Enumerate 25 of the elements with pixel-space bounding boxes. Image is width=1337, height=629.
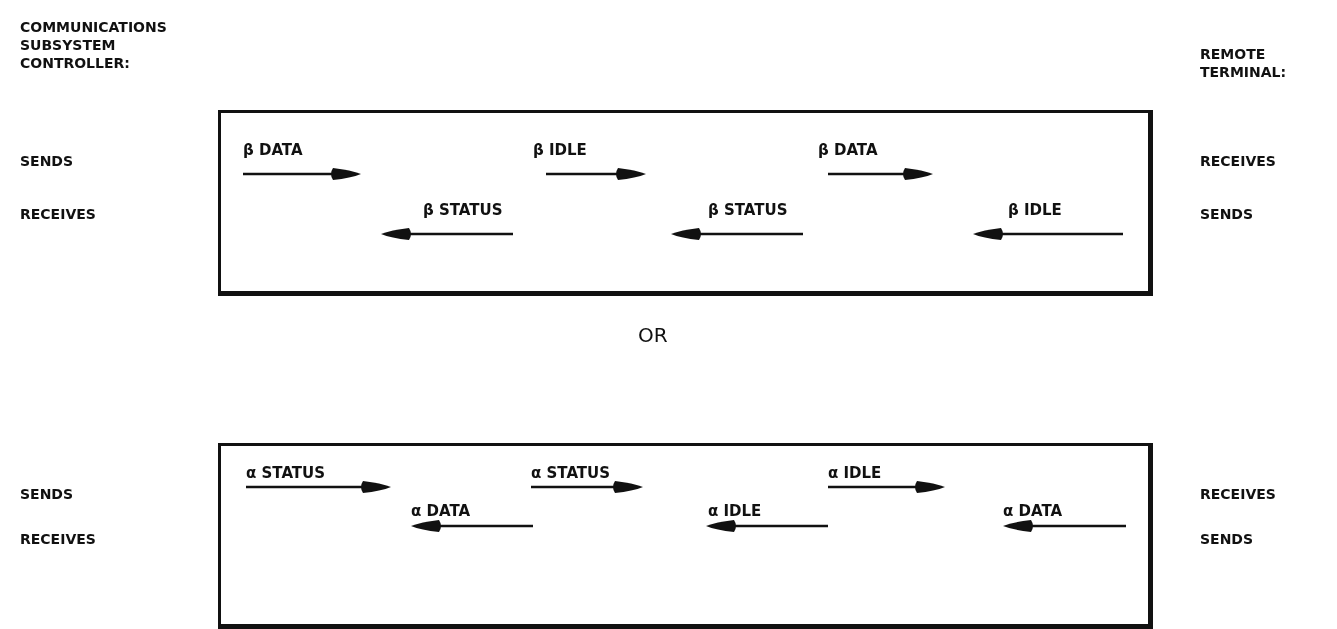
signal-label: β STATUS [423,201,503,219]
frame-box [218,110,1153,296]
row-label: SENDS [20,152,74,170]
signal-label: α DATA [1003,502,1063,520]
row-label: RECEIVES [20,530,96,548]
header-label: COMMUNICATIONS SUBSYSTEM CONTROLLER: [20,18,168,72]
signal-label: α IDLE [828,464,882,482]
signal-label: β IDLE [1008,201,1062,219]
row-label: SENDS [20,485,74,503]
signal-label: α STATUS [246,464,326,482]
row-label: SENDS [1200,530,1254,548]
signal-label: β STATUS [708,201,788,219]
signal-label: α DATA [411,502,471,520]
row-label: RECEIVES [20,205,96,223]
signal-label: α STATUS [531,464,611,482]
signal-label: β DATA [818,141,878,159]
row-label: RECEIVES [1200,485,1276,503]
row-label: RECEIVES [1200,152,1276,170]
row-label: SENDS [1200,205,1254,223]
header-label: REMOTE TERMINAL: [1200,45,1288,81]
frame-box [218,443,1153,629]
signal-label: α IDLE [708,502,762,520]
divider-label: OR [638,326,668,344]
signal-label: β DATA [243,141,303,159]
signal-label: β IDLE [533,141,587,159]
